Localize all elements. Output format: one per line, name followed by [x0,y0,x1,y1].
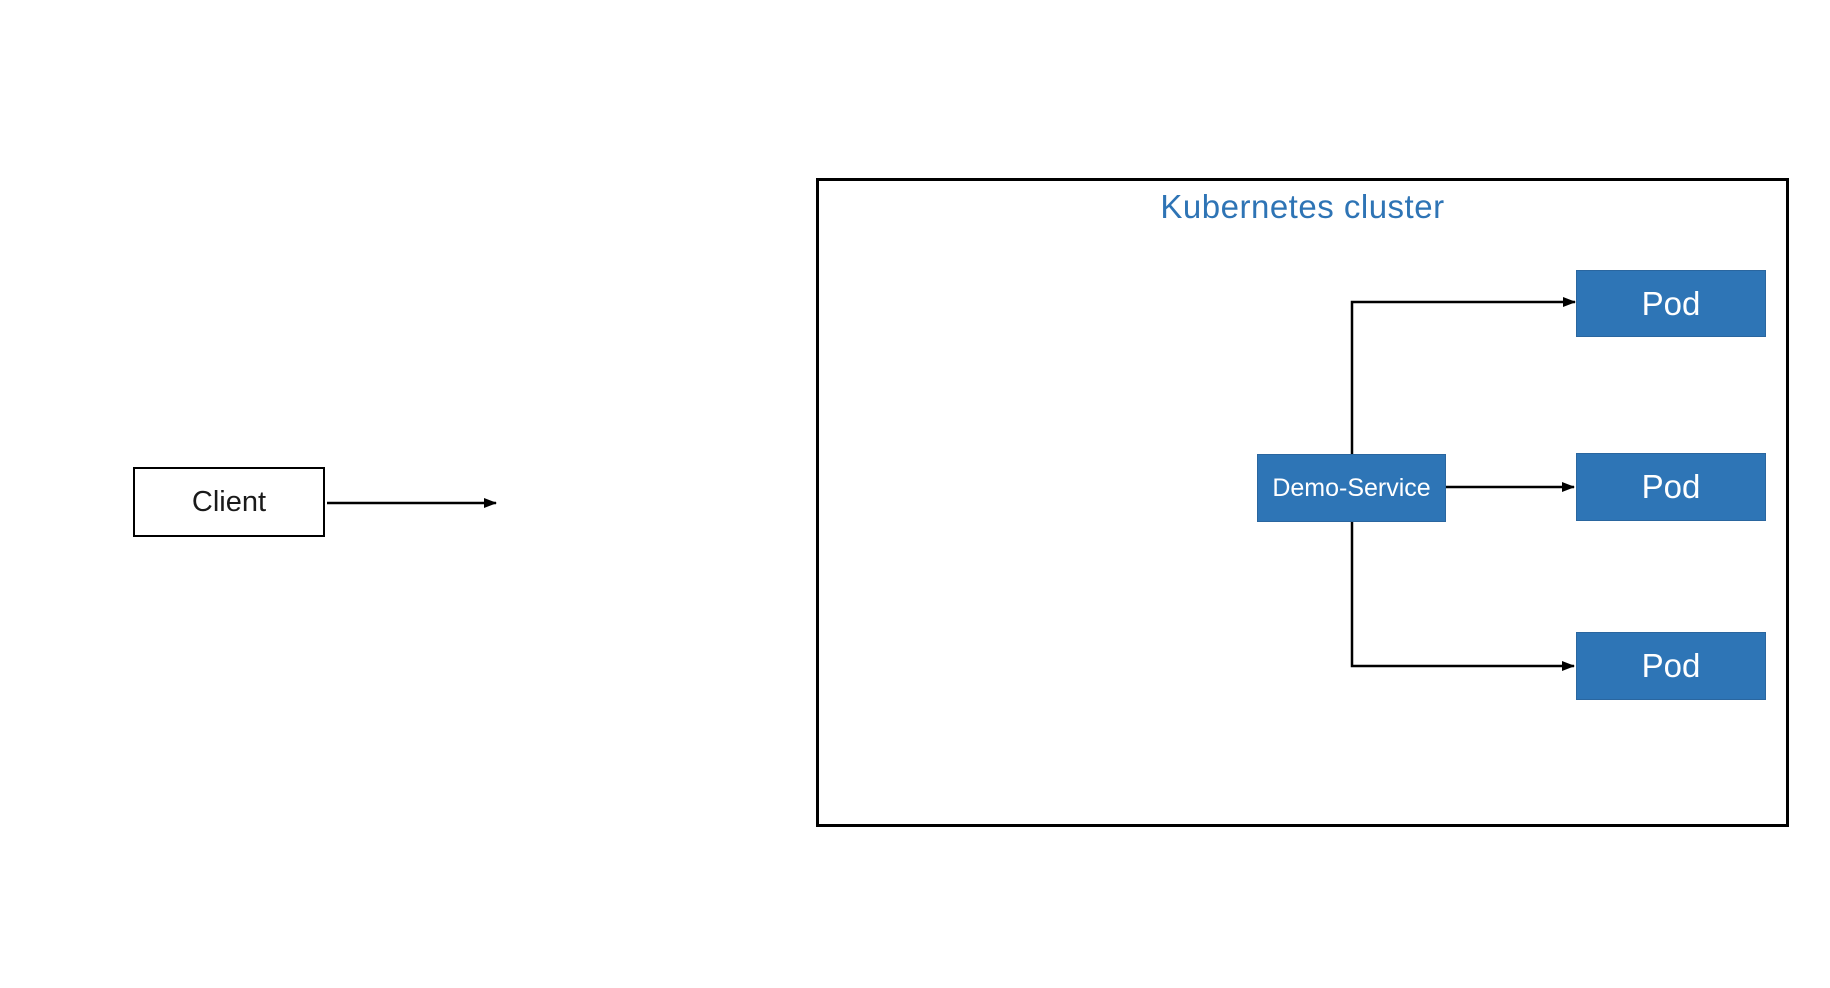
pod-node-middle: Pod [1576,453,1766,521]
cluster-title: Kubernetes cluster [1160,188,1445,225]
client-node: Client [133,467,325,537]
demo-service-node: Demo-Service [1257,454,1446,522]
pod-node-bottom: Pod [1576,632,1766,700]
kubernetes-cluster-boundary [816,178,1789,827]
pod-node-top: Pod [1576,270,1766,337]
